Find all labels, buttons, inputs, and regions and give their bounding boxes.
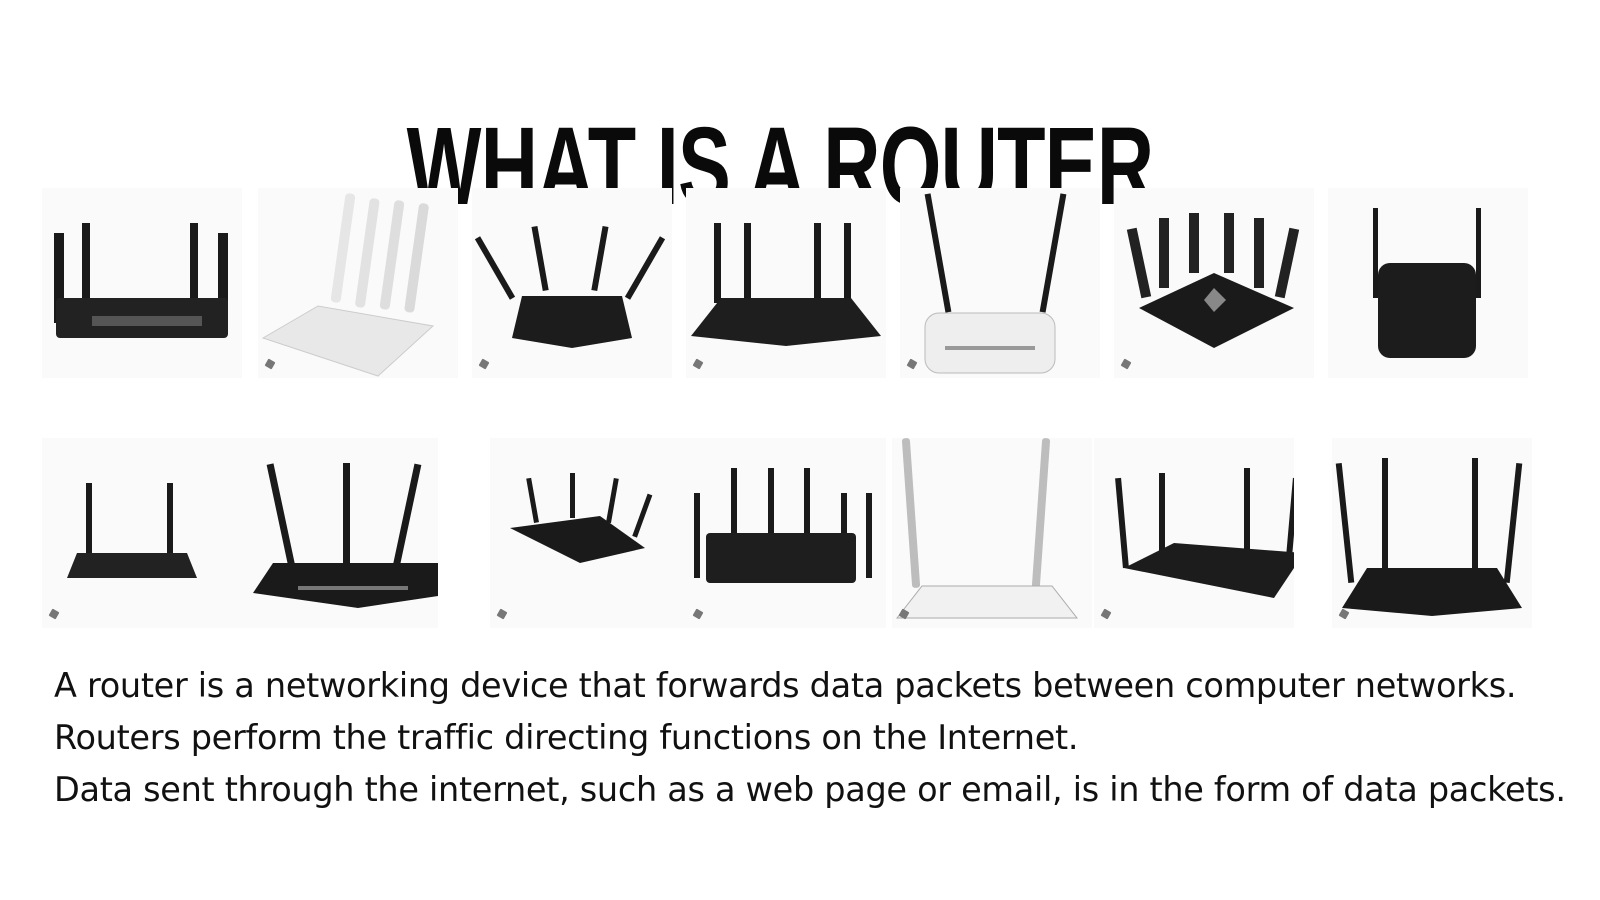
gallery-row-1 (42, 188, 1532, 378)
range-extender-2-antenna-icon (1373, 208, 1481, 358)
gallery-image-9 (238, 438, 438, 628)
gallery-row-2 (42, 438, 1532, 628)
description-line-3: Data sent through the internet, such as … (54, 770, 1566, 809)
description: A router is a networking device that for… (54, 660, 1584, 816)
router-gaming-8-antenna-icon (1126, 213, 1300, 348)
router-black-4-antenna-angled-icon (474, 225, 666, 348)
router-black-3-antenna-icon (253, 463, 438, 608)
router-white-2-tall-antenna-icon (895, 438, 1079, 619)
gallery-image-11 (686, 438, 886, 628)
gallery-image-4 (686, 188, 886, 378)
router-white-2-antenna-icon (924, 193, 1067, 374)
gallery-image-7 (1328, 188, 1528, 378)
router-black-4-antenna-side-icon (54, 223, 228, 338)
gallery-image-6 (1114, 188, 1314, 378)
router-black-5-antenna-icon (1335, 458, 1523, 616)
router-black-4-antenna-wide-icon (1115, 468, 1294, 598)
gallery-image-12 (892, 438, 1092, 628)
gallery-image-5 (900, 188, 1100, 378)
gallery-image-8 (42, 438, 242, 628)
gallery-image-2 (258, 188, 458, 378)
gallery-image-13 (1094, 438, 1294, 628)
router-black-4-antenna-flat-icon (691, 223, 881, 346)
description-line-2: Routers perform the traffic directing fu… (54, 718, 1079, 757)
description-line-1: A router is a networking device that for… (54, 666, 1517, 705)
router-black-4-antenna-compact-icon (510, 473, 653, 563)
gallery-image-3 (472, 188, 672, 378)
gallery-image-10 (490, 438, 690, 628)
gallery-image-1 (42, 188, 242, 378)
router-black-6-antenna-icon (694, 468, 872, 583)
gallery-image-14 (1332, 438, 1532, 628)
router-black-2-antenna-small-icon (67, 483, 197, 578)
router-white-4-antenna-icon (261, 193, 435, 377)
